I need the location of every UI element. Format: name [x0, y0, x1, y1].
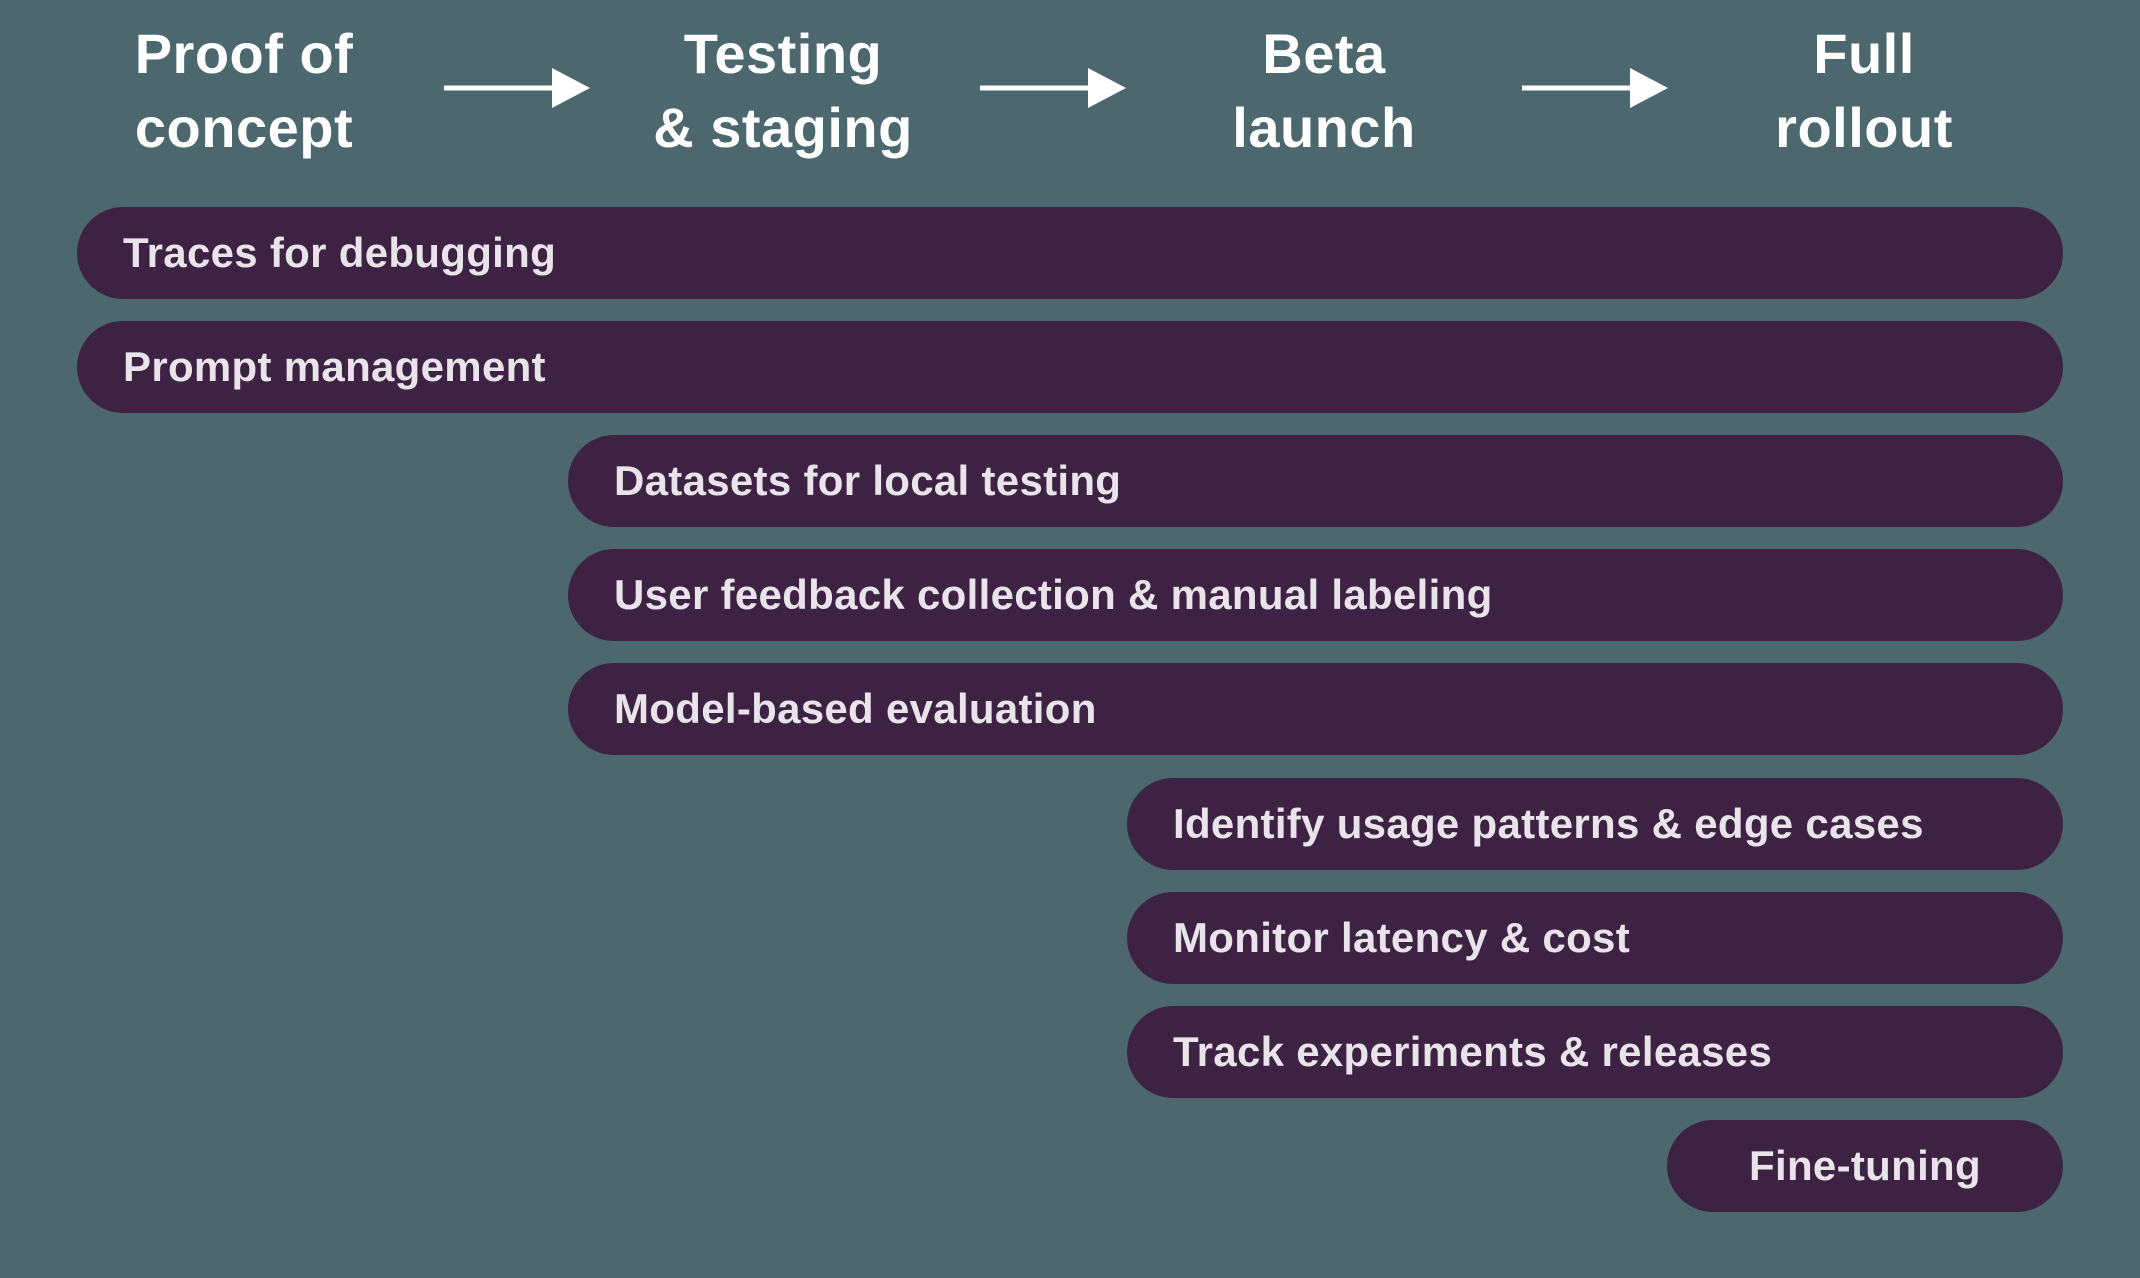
feature-bar-label: Traces for debugging	[123, 229, 557, 276]
stage-label-testing-staging: Testing & staging	[653, 22, 913, 159]
feature-bar-identify-usage-patterns-edge-cases: Identify usage patterns & edge cases	[1127, 778, 2063, 870]
feature-bar-label: Monitor latency & cost	[1173, 914, 1630, 961]
stage-label-proof-of-concept: Proof of concept	[134, 22, 354, 159]
feature-bar-fine-tuning: Fine-tuning	[1667, 1120, 2063, 1212]
stage-label-beta-launch: Beta launch	[1232, 22, 1416, 159]
feature-bar-label: Fine-tuning	[1749, 1142, 1981, 1189]
feature-bar-label: Prompt management	[123, 343, 546, 390]
feature-bar-user-feedback-collection-manual-labeling: User feedback collection & manual labeli…	[568, 549, 2063, 641]
feature-bar-datasets-for-local-testing: Datasets for local testing	[568, 435, 2063, 527]
feature-bar-label: Model-based evaluation	[614, 685, 1097, 732]
feature-bar-label: Datasets for local testing	[614, 457, 1122, 504]
feature-bar-model-based-evaluation: Model-based evaluation	[568, 663, 2063, 755]
feature-bar-traces-for-debugging: Traces for debugging	[77, 207, 2063, 299]
stage-label-full-rollout: Full rollout	[1775, 22, 1953, 159]
feature-bar-monitor-latency-cost: Monitor latency & cost	[1127, 892, 2063, 984]
feature-bar-prompt-management: Prompt management	[77, 321, 2063, 413]
feature-bar-track-experiments-releases: Track experiments & releases	[1127, 1006, 2063, 1098]
arrow-right-icon	[1522, 68, 1668, 108]
feature-bar-label: Track experiments & releases	[1173, 1028, 1773, 1075]
arrow-right-icon	[980, 68, 1126, 108]
arrow-right-icon	[444, 68, 590, 108]
feature-bar-label: Identify usage patterns & edge cases	[1173, 800, 1924, 847]
feature-bar-label: User feedback collection & manual labeli…	[614, 571, 1493, 618]
